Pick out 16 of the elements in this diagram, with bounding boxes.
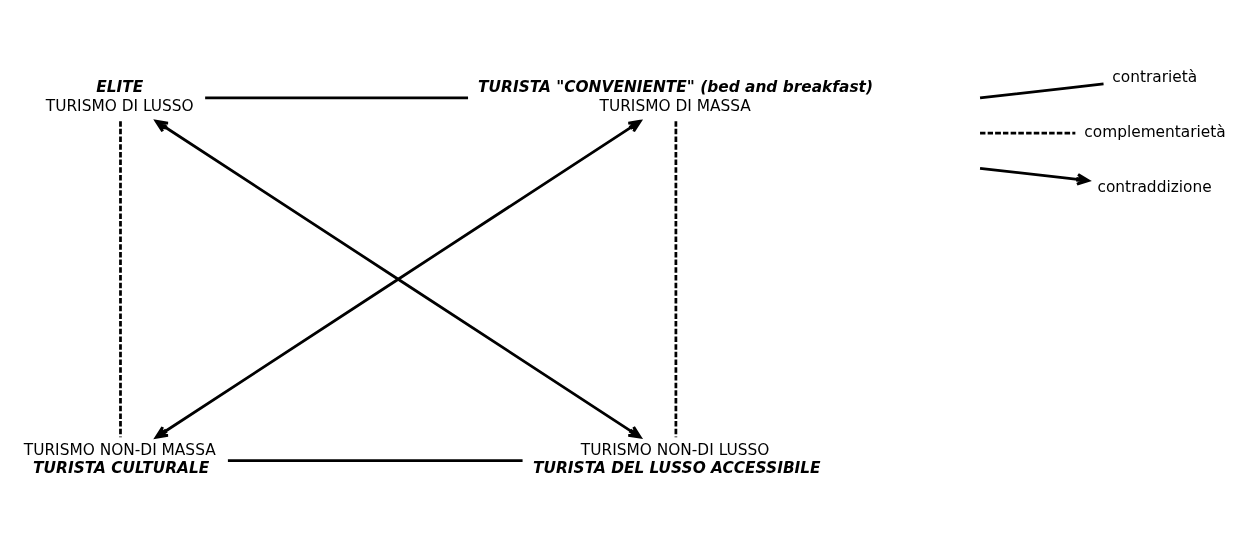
node-label: TURISTA CULTURALE	[33, 458, 210, 477]
legend-label: complementarietà	[1084, 123, 1226, 142]
node-label: ELITE	[96, 77, 144, 96]
connector	[227, 459, 523, 462]
connector	[119, 121, 122, 438]
node-label: TURISTA DEL LUSSO ACCESSIBILE	[533, 458, 821, 477]
node-text: TURISMO NON-DI MASSA	[23, 441, 216, 460]
arrow	[154, 119, 642, 439]
legend-label: contraddizione	[1097, 178, 1212, 197]
connector	[674, 121, 678, 438]
node-text: TURISMO DI MASSA	[599, 97, 751, 116]
legend-label: contrarietà	[1112, 68, 1198, 87]
node-text: TURISMO NON-DI LUSSO	[580, 441, 770, 460]
node-label: TURISTA "CONVENIENTE" (bed and breakfast)	[478, 77, 873, 96]
node-text: TURISMO DI LUSSO	[45, 97, 194, 116]
connector	[205, 96, 469, 100]
